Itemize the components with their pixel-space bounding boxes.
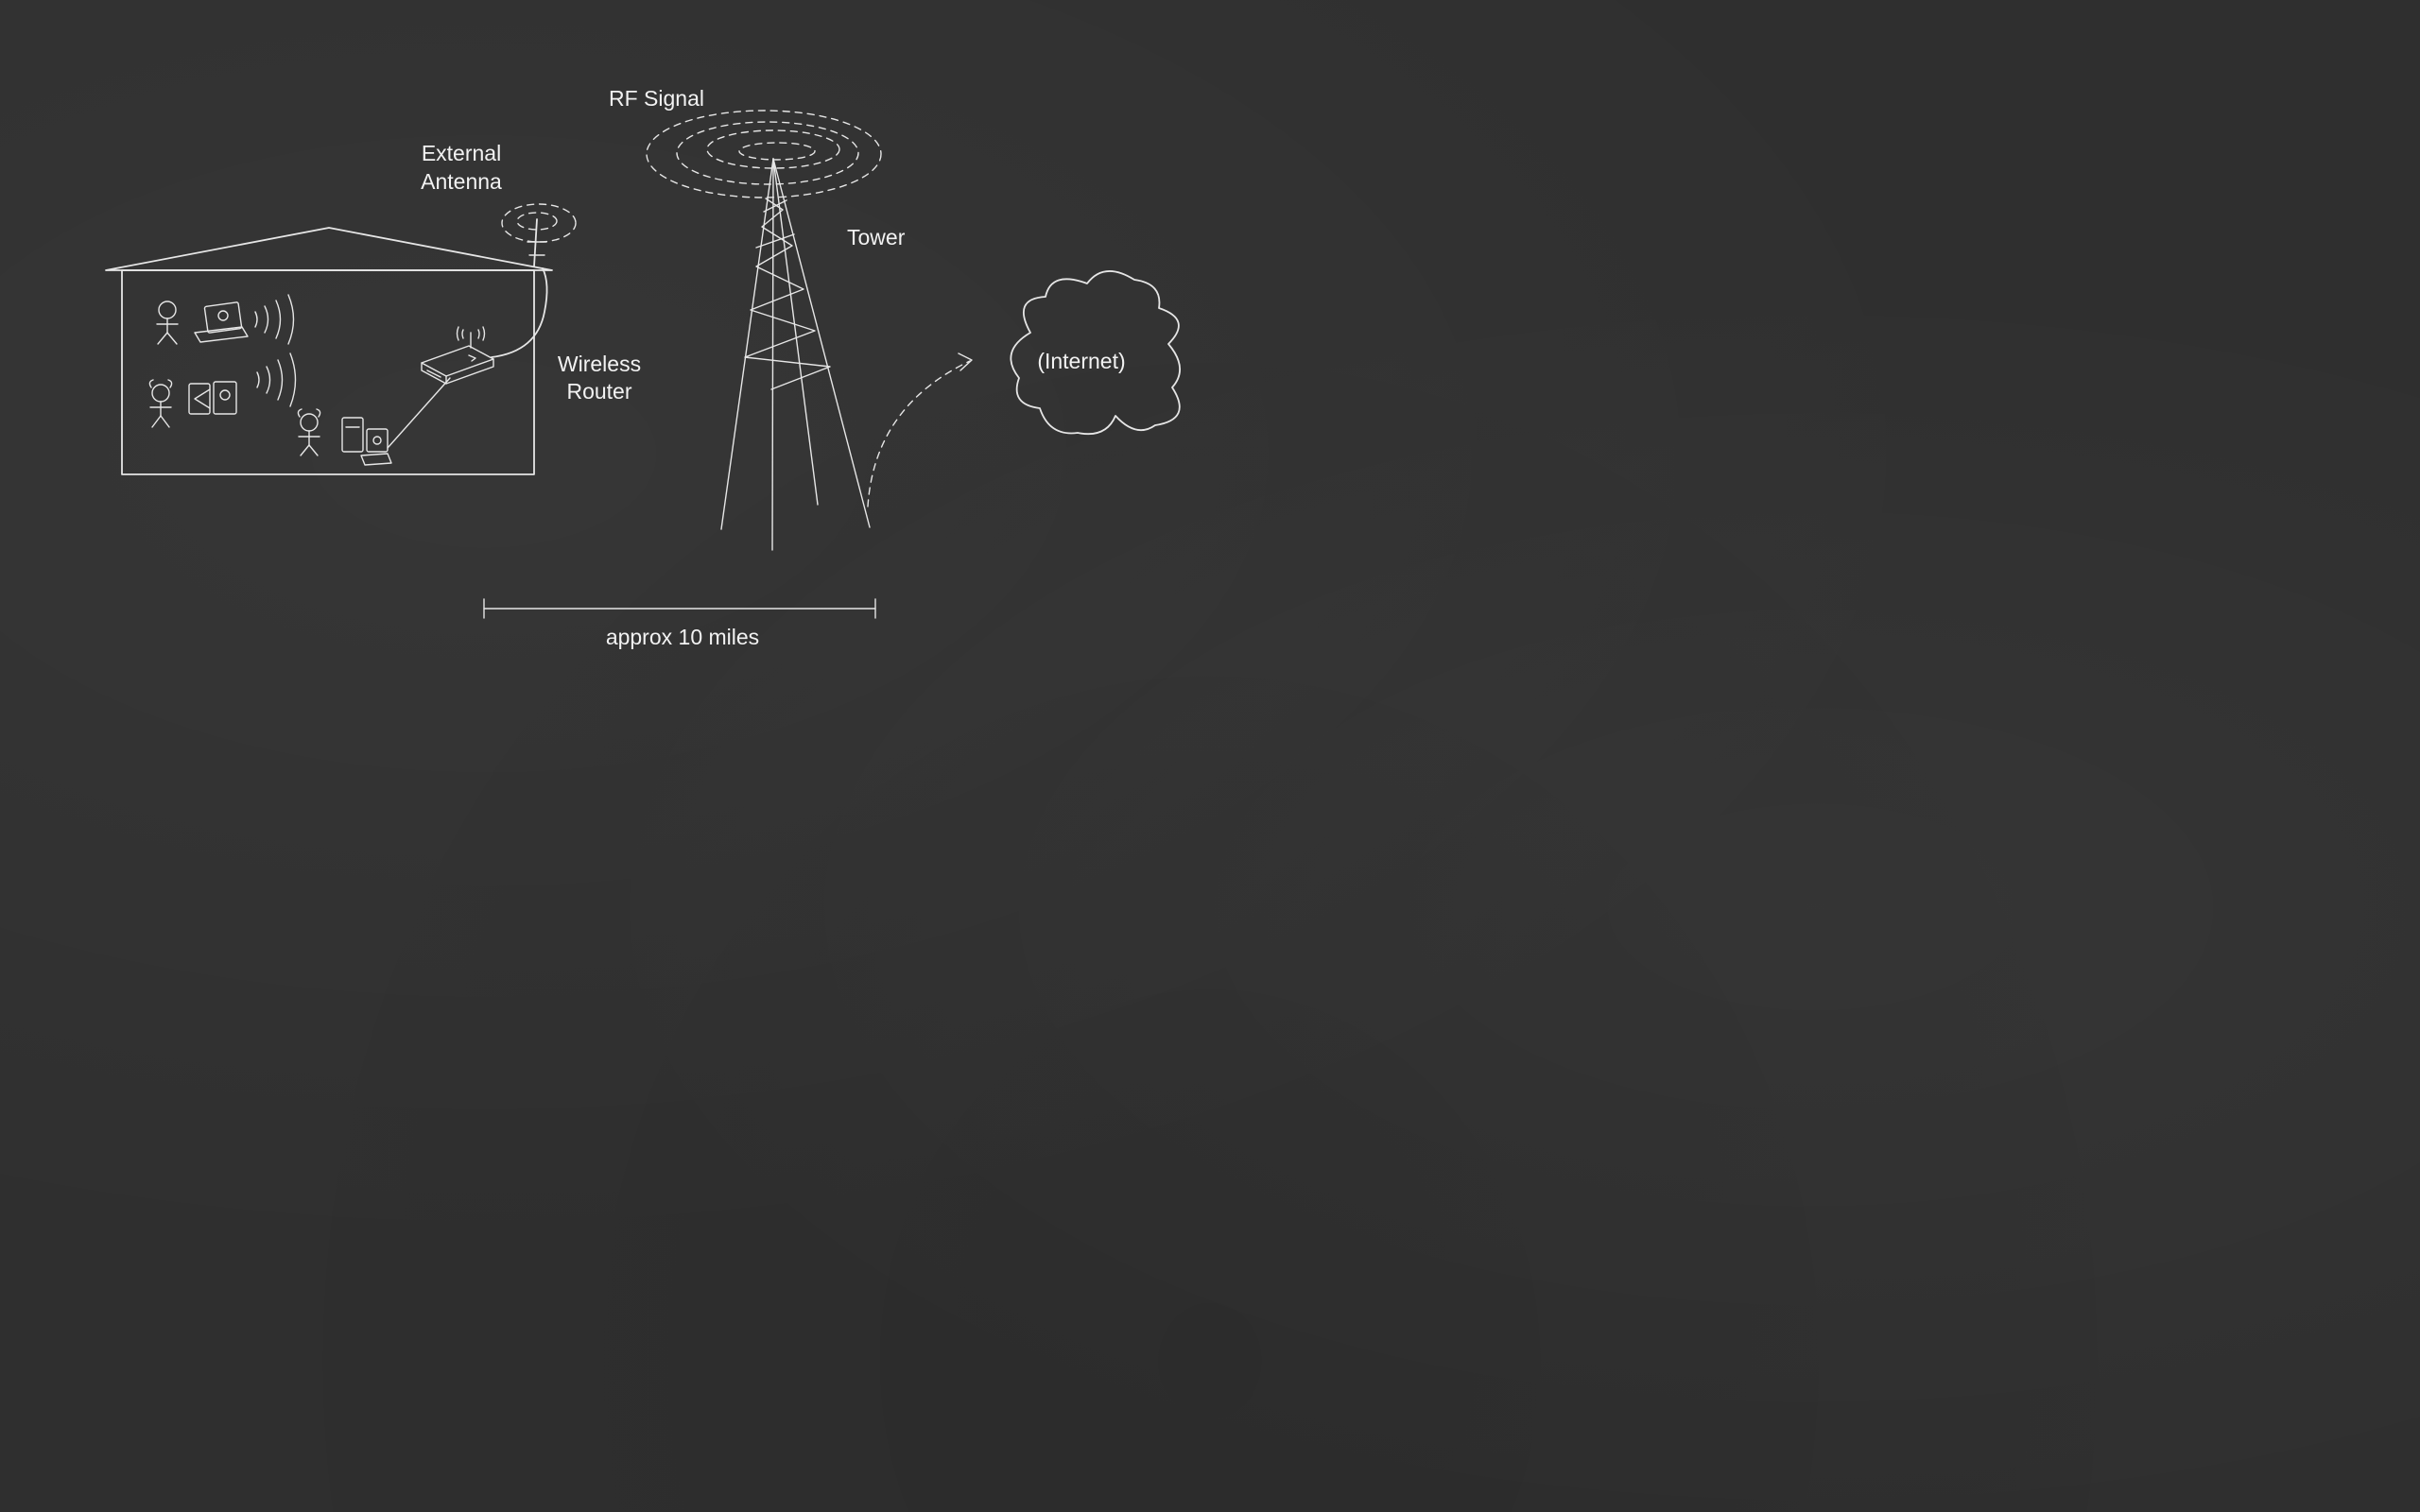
ethernet-cable: [387, 377, 451, 449]
wifi-waves-icon: [254, 294, 295, 345]
external-antenna-label-line1: External: [422, 141, 501, 165]
tower-label: Tower: [847, 225, 906, 249]
internet-cloud-icon: [1010, 270, 1181, 436]
rf-signal-label: RF Signal: [609, 86, 704, 111]
wireless-router-label-line1: Wireless: [558, 352, 641, 376]
house-wall: [121, 269, 535, 475]
wireless-router-icon: [421, 326, 494, 385]
house: [105, 227, 553, 475]
wifi-waves-icon: [256, 352, 297, 407]
distance-scale: [483, 598, 876, 619]
external-antenna-icon: [501, 203, 577, 267]
external-antenna-label-line2: Antenna: [421, 169, 502, 194]
laptop-icon: [194, 301, 249, 343]
rf-signal-waves: [646, 110, 882, 198]
connection-arrow: [867, 352, 973, 507]
person-icon: [148, 379, 173, 428]
radio-tower-icon: [720, 158, 871, 551]
internet-label: (Internet): [1037, 349, 1125, 373]
house-roof: [105, 227, 553, 271]
antenna-cable: [491, 267, 548, 358]
distance-label: approx 10 miles: [606, 625, 759, 649]
person-icon: [297, 408, 321, 456]
person-icon: [156, 301, 179, 345]
tablet-icon: [188, 381, 237, 415]
wireless-router-label-line2: Router: [566, 379, 631, 404]
desktop-computer-icon: [341, 417, 392, 466]
